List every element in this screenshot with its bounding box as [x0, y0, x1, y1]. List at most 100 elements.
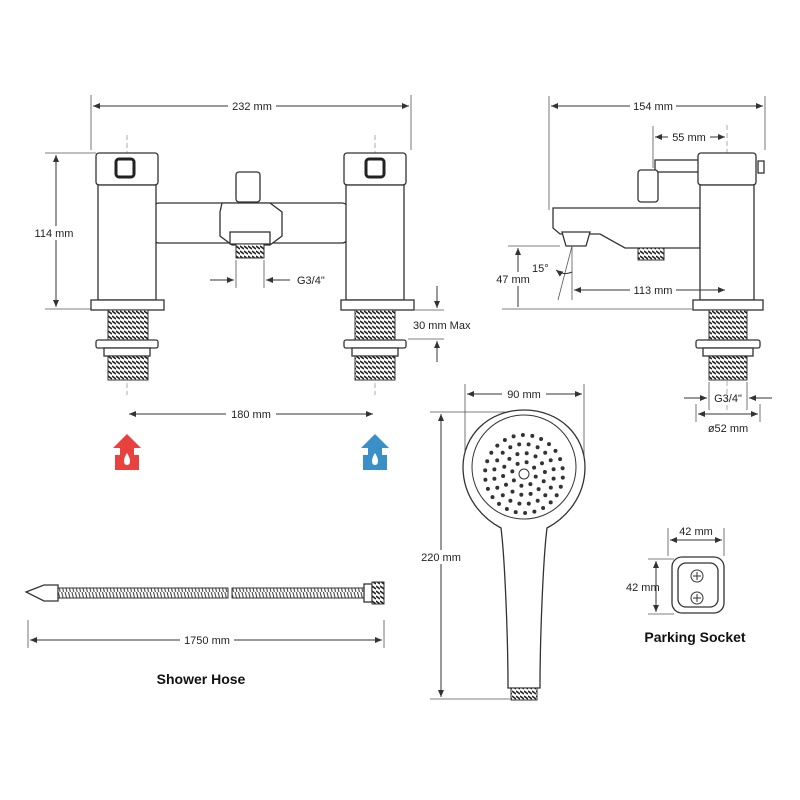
front-view: 232 mm 114 mm [30, 95, 471, 470]
hose-length-label: 1750 mm [184, 635, 230, 647]
socket-width-label: 42 mm [679, 526, 713, 538]
centres-label: 180 mm [231, 409, 271, 421]
hot-water-arrow-icon [113, 434, 141, 470]
spray-nozzle [541, 506, 546, 510]
spray-nozzle [504, 507, 509, 511]
spray-nozzle [507, 456, 512, 461]
spray-nozzle [530, 433, 535, 438]
spout-reach-label: 113 mm [634, 285, 673, 297]
spray-nozzle [528, 482, 533, 487]
spray-nozzle [510, 489, 515, 494]
base-diameter-label: ø52 mm [708, 423, 748, 435]
spray-nozzle [515, 452, 520, 457]
spray-nozzle [524, 460, 529, 465]
spray-nozzle [548, 500, 553, 505]
spray-nozzle [515, 461, 520, 466]
spray-nozzle [558, 484, 563, 489]
spray-nozzle [553, 448, 558, 453]
spray-nozzle [517, 501, 522, 506]
hose-title: Shower Hose [157, 671, 246, 687]
spray-nozzle [508, 498, 513, 503]
spray-nozzle [495, 443, 500, 448]
spray-nozzle [502, 438, 507, 442]
spray-nozzle [541, 479, 546, 484]
parking-socket: 42 mm 42 mm Parking Socket [626, 526, 746, 645]
lever-arm [654, 159, 700, 173]
spray-nozzle [533, 454, 538, 459]
shower-handset: 90 mm 220 mm [418, 384, 586, 701]
spray-nozzle [490, 495, 495, 500]
spray-nozzle [560, 466, 565, 471]
spray-nozzle [560, 475, 565, 480]
spray-nozzle [535, 445, 540, 450]
deck-thickness-label: 30 mm Max [413, 320, 471, 332]
spray-nozzle [497, 501, 501, 506]
spray-nozzle [485, 459, 490, 464]
spray-nozzle [547, 442, 551, 447]
spray-nozzle [526, 501, 531, 506]
spray-nozzle [489, 450, 494, 455]
spout-height-label: 47 mm [496, 274, 530, 286]
spray-nozzle [501, 474, 506, 478]
spray-nozzle [551, 467, 556, 472]
left-tail [95, 309, 159, 381]
spray-nozzle [511, 478, 516, 483]
spray-nozzle [520, 433, 525, 437]
spray-nozzle [511, 434, 516, 439]
spray-nozzle [510, 469, 515, 474]
spray-nozzle [492, 467, 497, 472]
spray-nozzle [504, 482, 508, 487]
shower-hose: 1750 mm Shower Hose [24, 581, 385, 687]
spray-nozzle [548, 485, 553, 490]
overall-width-label: 232 mm [232, 101, 272, 113]
spray-nozzle [483, 477, 488, 482]
spray-nozzle [523, 511, 528, 515]
spray-nozzle [517, 442, 522, 447]
spray-nozzle [524, 451, 529, 456]
spray-nozzle [526, 442, 531, 447]
side-view: 154 mm 55 mm 47 mm 15° [492, 96, 772, 435]
right-valve [340, 152, 415, 311]
hose-end-cone [24, 584, 59, 602]
spray-nozzle [540, 461, 544, 466]
spray-nozzle [533, 474, 538, 479]
side-depth-label: 154 mm [633, 101, 673, 113]
outlet-thread-label: G3/4" [297, 275, 325, 287]
spray-nozzle [500, 450, 505, 455]
spray-nozzle [536, 487, 541, 492]
spray-nozzle [551, 476, 556, 481]
side-thread-label: G3/4" [714, 393, 742, 405]
left-valve [90, 152, 165, 311]
socket-title: Parking Socket [644, 629, 745, 645]
diverter-outlet [219, 171, 283, 259]
handset-length-label: 220 mm [421, 552, 461, 564]
overall-height-label: 114 mm [35, 228, 74, 240]
spray-nozzle [532, 509, 537, 514]
spray-nozzle [483, 468, 488, 473]
spray-nozzle [508, 445, 513, 450]
spray-nozzle [492, 476, 497, 481]
spray-nozzle [485, 486, 490, 491]
spray-nozzle [543, 493, 548, 498]
cold-water-arrow-icon [361, 434, 389, 470]
spray-nozzle [539, 437, 544, 441]
spray-nozzle [519, 492, 524, 497]
spray-nozzle [502, 464, 507, 469]
spray-nozzle [558, 457, 563, 462]
spray-nozzle [554, 493, 559, 498]
spray-nozzle [528, 491, 533, 496]
spray-nozzle [513, 510, 518, 515]
spray-nozzle [495, 485, 500, 490]
spray-nozzle [495, 458, 500, 463]
spray-nozzle [519, 483, 524, 488]
spray-nozzle [548, 458, 553, 463]
spray-nozzle [542, 470, 547, 474]
handset-width-label: 90 mm [507, 389, 541, 401]
right-tail [343, 309, 407, 381]
lever-offset-label: 55 mm [672, 132, 706, 144]
spray-nozzle [543, 450, 548, 455]
spray-nozzle [535, 498, 540, 503]
socket-height-label: 42 mm [626, 582, 660, 594]
spray-nozzle [500, 493, 505, 498]
